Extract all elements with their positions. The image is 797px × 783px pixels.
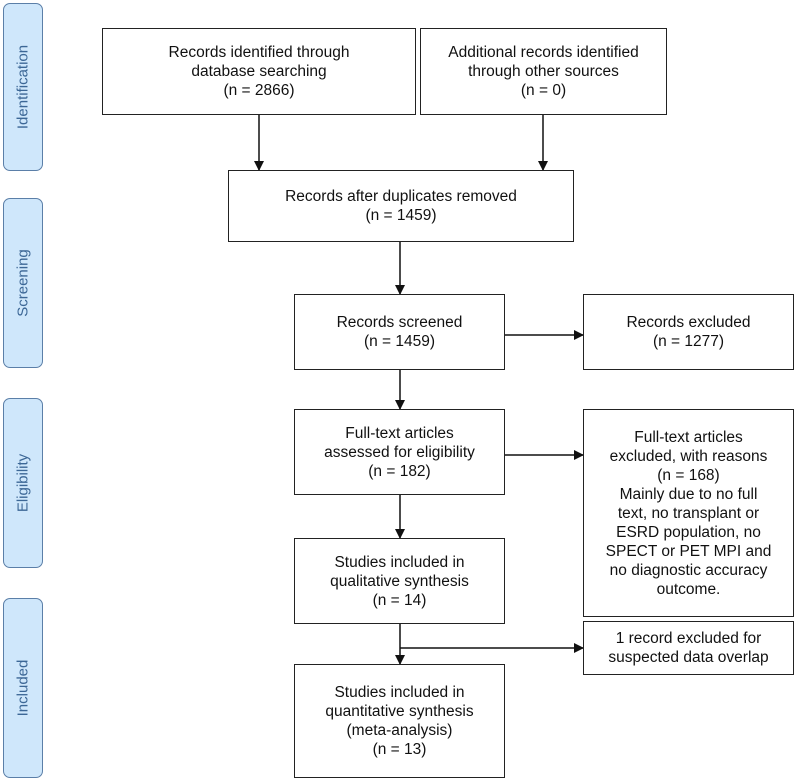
fulltext-excluded-line-8: no diagnostic accuracy [609,561,768,579]
other-records-line-3: (n = 0) [520,82,567,99]
database-records-line-1: Records identified through [168,44,350,61]
fulltext-assessed-line-2: assessed for eligibility [324,443,475,461]
box-database-records: Records identified through database sear… [102,28,416,115]
box-fulltext-assessed: Full-text articles assessed for eligibil… [294,409,505,495]
box-records-excluded: Records excluded (n = 1277) [583,294,794,370]
fulltext-assessed-line-1: Full-text articles [345,424,454,442]
database-records-line-3: (n = 2866) [223,82,295,99]
quantitative-line-4: (n = 13) [372,741,427,758]
qualitative-line-2: qualitative synthesis [330,572,469,590]
database-records-line-2: database searching [191,63,327,80]
box-qualitative-synthesis: Studies included in qualitative synthesi… [294,538,505,624]
records-screened-line-1: Records screened [336,314,463,331]
fulltext-excluded-line-4: Mainly due to no full [619,485,758,503]
fulltext-excluded-line-2: excluded, with reasons [609,447,768,465]
after-duplicates-line-2: (n = 1459) [365,207,437,224]
quantitative-line-2: quantitative synthesis [325,703,474,720]
qualitative-line-3: (n = 14) [372,591,427,609]
phase-eligibility: Eligibility [3,398,43,568]
fulltext-excluded-line-9: outcome. [656,580,721,598]
qualitative-line-1: Studies included in [334,553,465,571]
fulltext-excluded-line-7: SPECT or PET MPI and [605,542,772,560]
quantitative-line-1: Studies included in [334,684,465,701]
records-excluded-line-1: Records excluded [626,314,751,331]
box-after-duplicates: Records after duplicates removed (n = 14… [228,170,574,242]
box-overlap-excluded: 1 record excluded for suspected data ove… [583,621,794,675]
records-excluded-line-2: (n = 1277) [652,333,725,350]
quantitative-line-3: (meta-analysis) [346,722,453,739]
box-records-screened: Records screened (n = 1459) [294,294,505,370]
overlap-excluded-line-1: 1 record excluded for [615,630,762,647]
fulltext-excluded-line-6: ESRD population, no [616,523,761,541]
box-fulltext-excluded: Full-text articles excluded, with reason… [583,409,794,617]
fulltext-excluded-line-5: text, no transplant or [617,504,760,522]
fulltext-assessed-line-3: (n = 182) [368,462,431,480]
box-other-records: Additional records identified through ot… [420,28,667,115]
fulltext-excluded-line-1: Full-text articles [634,428,743,446]
overlap-excluded-line-2: suspected data overlap [608,649,769,666]
phase-identification: Identification [3,3,43,171]
phase-screening: Screening [3,198,43,368]
after-duplicates-line-1: Records after duplicates removed [285,188,517,205]
other-records-line-1: Additional records identified [448,44,639,61]
fulltext-excluded-line-3: (n = 168) [657,466,720,484]
records-screened-line-2: (n = 1459) [363,333,436,350]
box-quantitative-synthesis: Studies included in quantitative synthes… [294,664,505,778]
other-records-line-2: through other sources [468,63,619,80]
phase-included: Included [3,598,43,778]
